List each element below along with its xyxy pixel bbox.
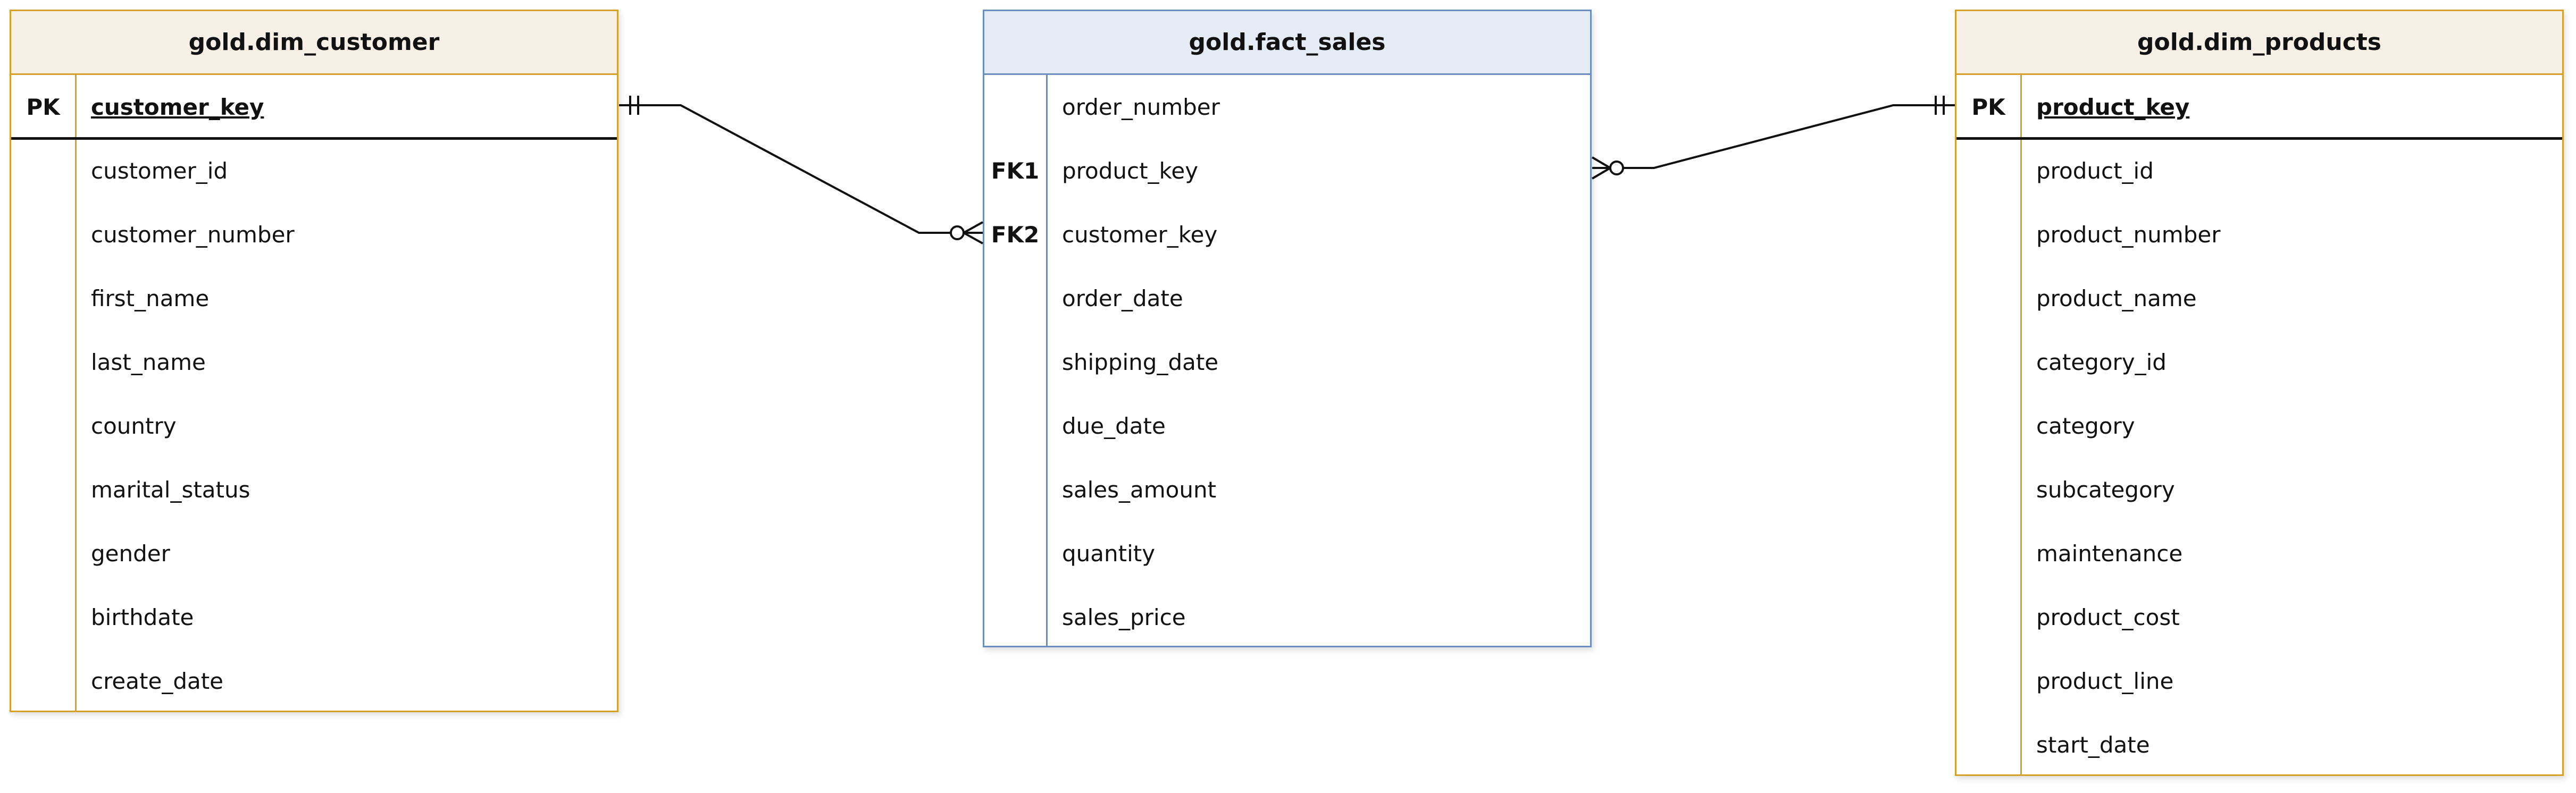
zero-optional-marker xyxy=(950,225,965,240)
table-row[interactable]: category xyxy=(1956,394,2562,458)
column-name: category_id xyxy=(2036,349,2167,375)
table-row[interactable]: FK2 customer_key xyxy=(984,203,1590,266)
column-name: birthdate xyxy=(91,604,194,630)
column-name: category xyxy=(2036,412,2135,439)
column-name: quantity xyxy=(1062,540,1156,567)
column-name: product_key xyxy=(2036,94,2190,120)
key-label: FK2 xyxy=(991,221,1040,248)
column-name: product_key xyxy=(1062,157,1199,184)
table-row[interactable]: product_id xyxy=(1956,139,2562,203)
column-name: marital_status xyxy=(91,476,250,503)
table-row[interactable]: product_cost xyxy=(1956,585,2562,649)
table-row[interactable]: subcategory xyxy=(1956,458,2562,521)
column-name: sales_price xyxy=(1062,604,1186,630)
table-row[interactable]: FK1 product_key xyxy=(984,139,1590,203)
table-row[interactable]: last_name xyxy=(11,330,617,394)
column-name: product_id xyxy=(2036,157,2154,184)
column-name: product_name xyxy=(2036,285,2197,311)
relationship-product-line[interactable] xyxy=(1592,104,1955,169)
crowfoot-many-marker xyxy=(1591,156,1611,169)
key-label: PK xyxy=(26,94,60,120)
table-row[interactable]: product_number xyxy=(1956,203,2562,266)
column-name: start_date xyxy=(2036,731,2150,758)
key-label: FK1 xyxy=(991,157,1040,184)
table-dim-customer[interactable]: gold.dim_customer PK customer_key customer… xyxy=(10,10,618,712)
table-row[interactable]: sales_price xyxy=(984,585,1590,649)
table-row[interactable]: order_date xyxy=(984,266,1590,330)
column-name: product_cost xyxy=(2036,604,2180,630)
table-title: gold.dim_customer xyxy=(11,11,617,75)
table-row[interactable]: start_date xyxy=(1956,713,2562,777)
table-row[interactable]: country xyxy=(11,394,617,458)
table-title: gold.dim_products xyxy=(1956,11,2562,75)
table-row[interactable]: quantity xyxy=(984,521,1590,585)
table-title: gold.fact_sales xyxy=(984,11,1590,75)
primary-key-separator xyxy=(11,137,617,140)
table-row[interactable]: customer_id xyxy=(11,139,617,203)
table-row[interactable]: category_id xyxy=(1956,330,2562,394)
column-name: due_date xyxy=(1062,412,1166,439)
column-name: subcategory xyxy=(2036,476,2175,503)
table-row[interactable]: create_date xyxy=(11,649,617,713)
column-name: maintenance xyxy=(2036,540,2183,567)
table-row[interactable]: birthdate xyxy=(11,585,617,649)
table-row[interactable]: due_date xyxy=(984,394,1590,458)
column-name: product_line xyxy=(2036,668,2174,694)
crowfoot-many-marker xyxy=(963,232,983,244)
column-name: order_number xyxy=(1062,94,1220,120)
column-name: customer_id xyxy=(91,157,228,184)
column-name: gender xyxy=(91,540,170,567)
column-name: customer_number xyxy=(91,221,295,248)
table-row[interactable]: marital_status xyxy=(11,458,617,521)
column-name: shipping_date xyxy=(1062,349,1219,375)
table-row[interactable]: gender xyxy=(11,521,617,585)
column-name: first_name xyxy=(91,285,210,311)
table-row[interactable]: product_name xyxy=(1956,266,2562,330)
table-row[interactable]: maintenance xyxy=(1956,521,2562,585)
table-row[interactable]: PK customer_key xyxy=(11,75,617,139)
primary-key-separator xyxy=(1956,137,2562,140)
zero-optional-marker xyxy=(1609,161,1624,175)
table-row[interactable]: shipping_date xyxy=(984,330,1590,394)
key-column-divider xyxy=(1046,75,1048,646)
table-row[interactable]: order_number xyxy=(984,75,1590,139)
relationship-customer-line[interactable] xyxy=(619,104,983,234)
key-label: PK xyxy=(1971,94,2005,120)
table-row[interactable]: sales_amount xyxy=(984,458,1590,521)
column-name: sales_amount xyxy=(1062,476,1217,503)
column-name: create_date xyxy=(91,668,224,694)
column-name: last_name xyxy=(91,349,206,375)
column-name: order_date xyxy=(1062,285,1183,311)
table-row[interactable]: product_line xyxy=(1956,649,2562,713)
column-name: product_number xyxy=(2036,221,2221,248)
column-name: customer_key xyxy=(1062,221,1218,248)
table-row[interactable]: PK product_key xyxy=(1956,75,2562,139)
table-row[interactable]: first_name xyxy=(11,266,617,330)
crowfoot-many-marker xyxy=(1591,167,1611,180)
table-dim-products[interactable]: gold.dim_products PK product_key product_i… xyxy=(1955,10,2564,776)
table-row[interactable]: customer_number xyxy=(11,203,617,266)
key-column-divider xyxy=(75,75,77,711)
key-column-divider xyxy=(2020,75,2022,774)
column-name: customer_key xyxy=(91,94,264,120)
column-name: country xyxy=(91,412,177,439)
crowfoot-many-marker xyxy=(963,221,983,234)
